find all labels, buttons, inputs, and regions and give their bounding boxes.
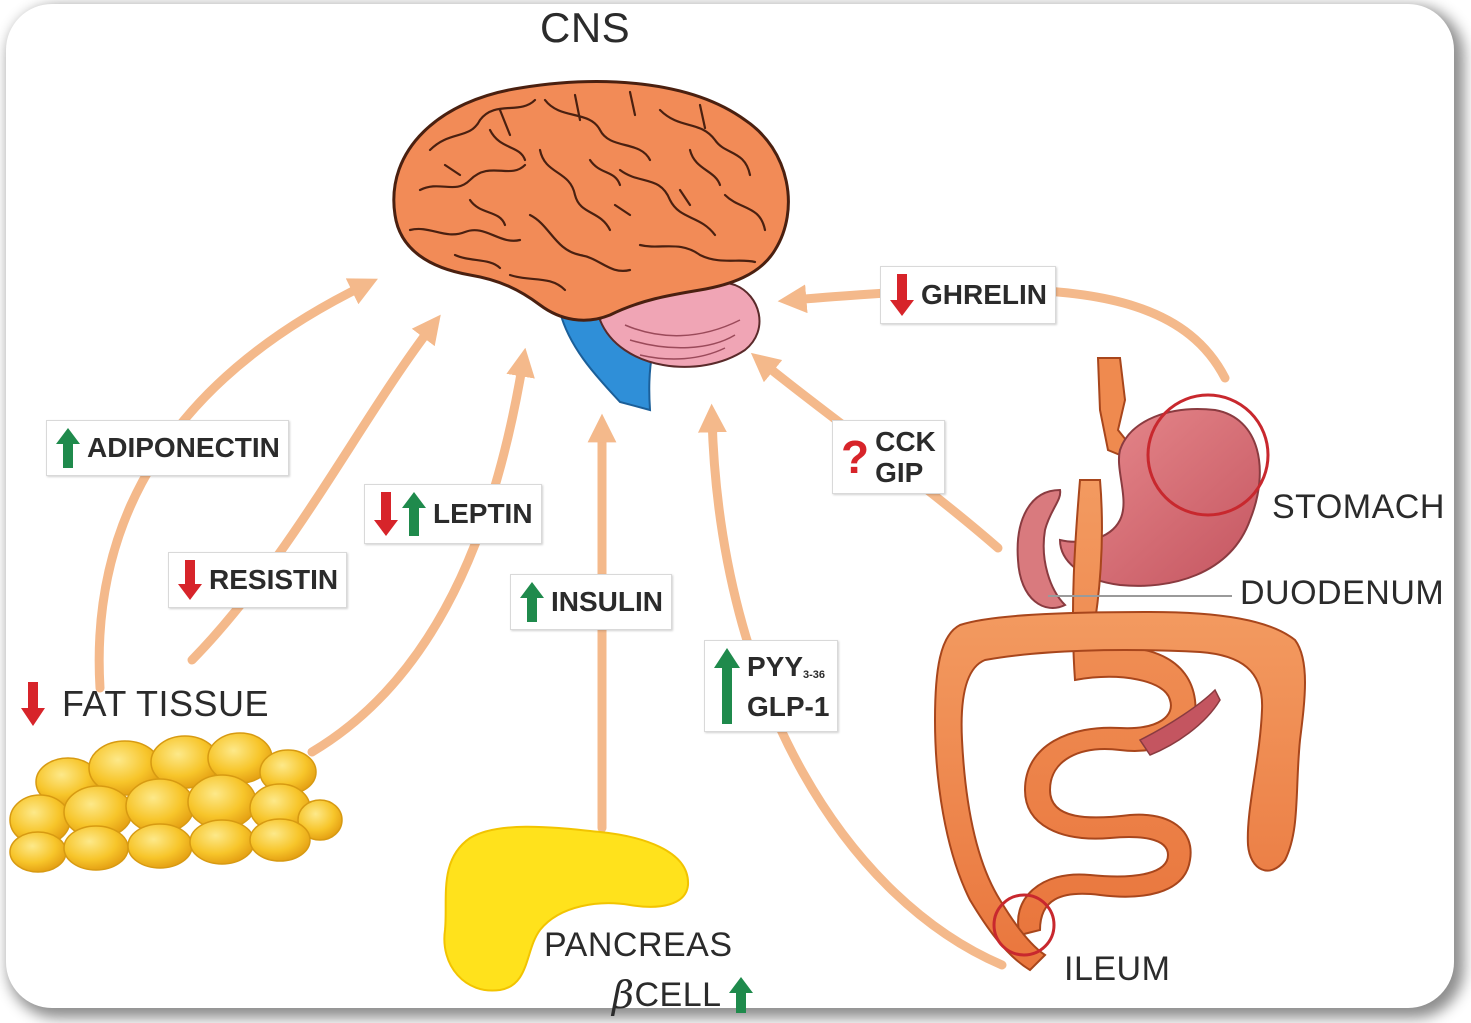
pyy-subscript: 3-36 xyxy=(803,669,825,681)
fat-tissue-text: FAT TISSUE xyxy=(62,683,269,725)
adiponectin-text: ADIPONECTIN xyxy=(87,433,280,463)
pyy-glp1-label: PYY3-36 GLP-1 xyxy=(704,640,838,732)
insulin-label: INSULIN xyxy=(510,574,672,630)
pancreas-label: PANCREAS xyxy=(544,926,733,965)
down-arrow-icon xyxy=(20,680,46,728)
ileum-label: ILEUM xyxy=(1064,950,1170,989)
up-arrow-icon xyxy=(401,490,427,538)
beta-cell-text: CELL xyxy=(634,976,721,1015)
stomach-label: STOMACH xyxy=(1272,488,1445,527)
leptin-text: LEPTIN xyxy=(433,499,533,529)
resistin-text: RESISTIN xyxy=(209,565,338,595)
fat-tissue-label: FAT TISSUE xyxy=(20,680,269,728)
leptin-label: LEPTIN xyxy=(364,484,542,544)
adiponectin-label: ADIPONECTIN xyxy=(46,420,289,476)
down-arrow-icon xyxy=(177,558,203,602)
beta-cell-label: β CELL xyxy=(612,973,754,1017)
brain-illustration xyxy=(394,82,789,410)
pyy-text: PYY3-36 xyxy=(747,651,829,691)
ghrelin-text: GHRELIN xyxy=(921,280,1047,310)
cck-gip-label: ? CCK GIP xyxy=(832,420,945,494)
duodenum-shape xyxy=(1018,490,1065,608)
pancreas-illustration xyxy=(444,827,688,991)
uncertain-mark: ? xyxy=(841,442,869,472)
glp1-text: GLP-1 xyxy=(747,691,829,722)
resistin-label: RESISTIN xyxy=(168,552,347,608)
down-arrow-icon xyxy=(889,272,915,318)
cns-title: CNS xyxy=(540,4,630,52)
digestive-tract-illustration xyxy=(935,358,1305,970)
fat-tissue-illustration xyxy=(10,733,342,872)
up-arrow-icon xyxy=(728,975,754,1015)
cck-text: CCK xyxy=(875,426,936,457)
beta-symbol: β xyxy=(612,973,634,1017)
gip-text: GIP xyxy=(875,457,936,488)
insulin-text: INSULIN xyxy=(551,587,663,617)
up-arrow-icon xyxy=(519,580,545,624)
up-arrow-icon xyxy=(713,646,741,726)
down-arrow-icon xyxy=(373,490,399,538)
duodenum-label: DUODENUM xyxy=(1240,574,1444,613)
up-arrow-icon xyxy=(55,426,81,470)
ghrelin-label: GHRELIN xyxy=(880,266,1056,324)
